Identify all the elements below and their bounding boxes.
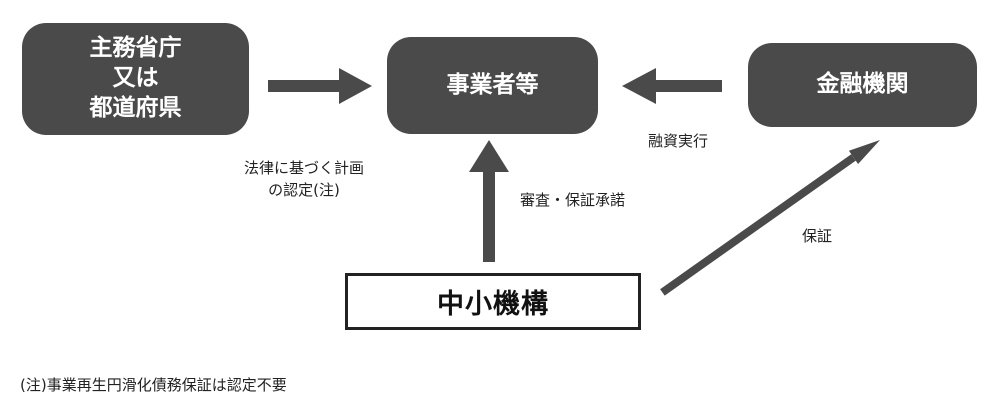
arrow-smrj-to-operators (469, 140, 509, 262)
law-certification-line-1: 法律に基づく計画 (244, 159, 365, 177)
law-certification-label: 法律に基づく計画 の認定(注) (244, 158, 364, 202)
ministry-line-1: 主務省庁 (89, 35, 182, 62)
finance-box: 金融機関 (748, 43, 977, 127)
review-approval-label: 審査・保証承諾 (520, 191, 626, 209)
ministry-line-2: 又は (112, 65, 159, 92)
ministry-line-3: 都道府県 (89, 94, 182, 121)
arrow-finance-to-operators (622, 68, 722, 104)
ministry-box: 主務省庁 又は 都道府県 (22, 23, 249, 135)
loan-label: 融資実行 (648, 132, 709, 150)
smrj-label: 中小機構 (437, 289, 549, 320)
finance-label: 金融機関 (816, 71, 909, 98)
operators-label: 事業者等 (446, 71, 539, 98)
footnote: (注)事業再生円滑化債務保証は認定不要 (20, 376, 287, 394)
operators-box: 事業者等 (387, 37, 598, 134)
law-certification-line-2: の認定(注) (268, 180, 340, 199)
arrow-ministry-to-operators (268, 68, 372, 104)
arrow-smrj-to-finance (660, 140, 880, 296)
smrj-box: 中小機構 (345, 273, 641, 330)
guarantee-label: 保証 (802, 227, 833, 245)
